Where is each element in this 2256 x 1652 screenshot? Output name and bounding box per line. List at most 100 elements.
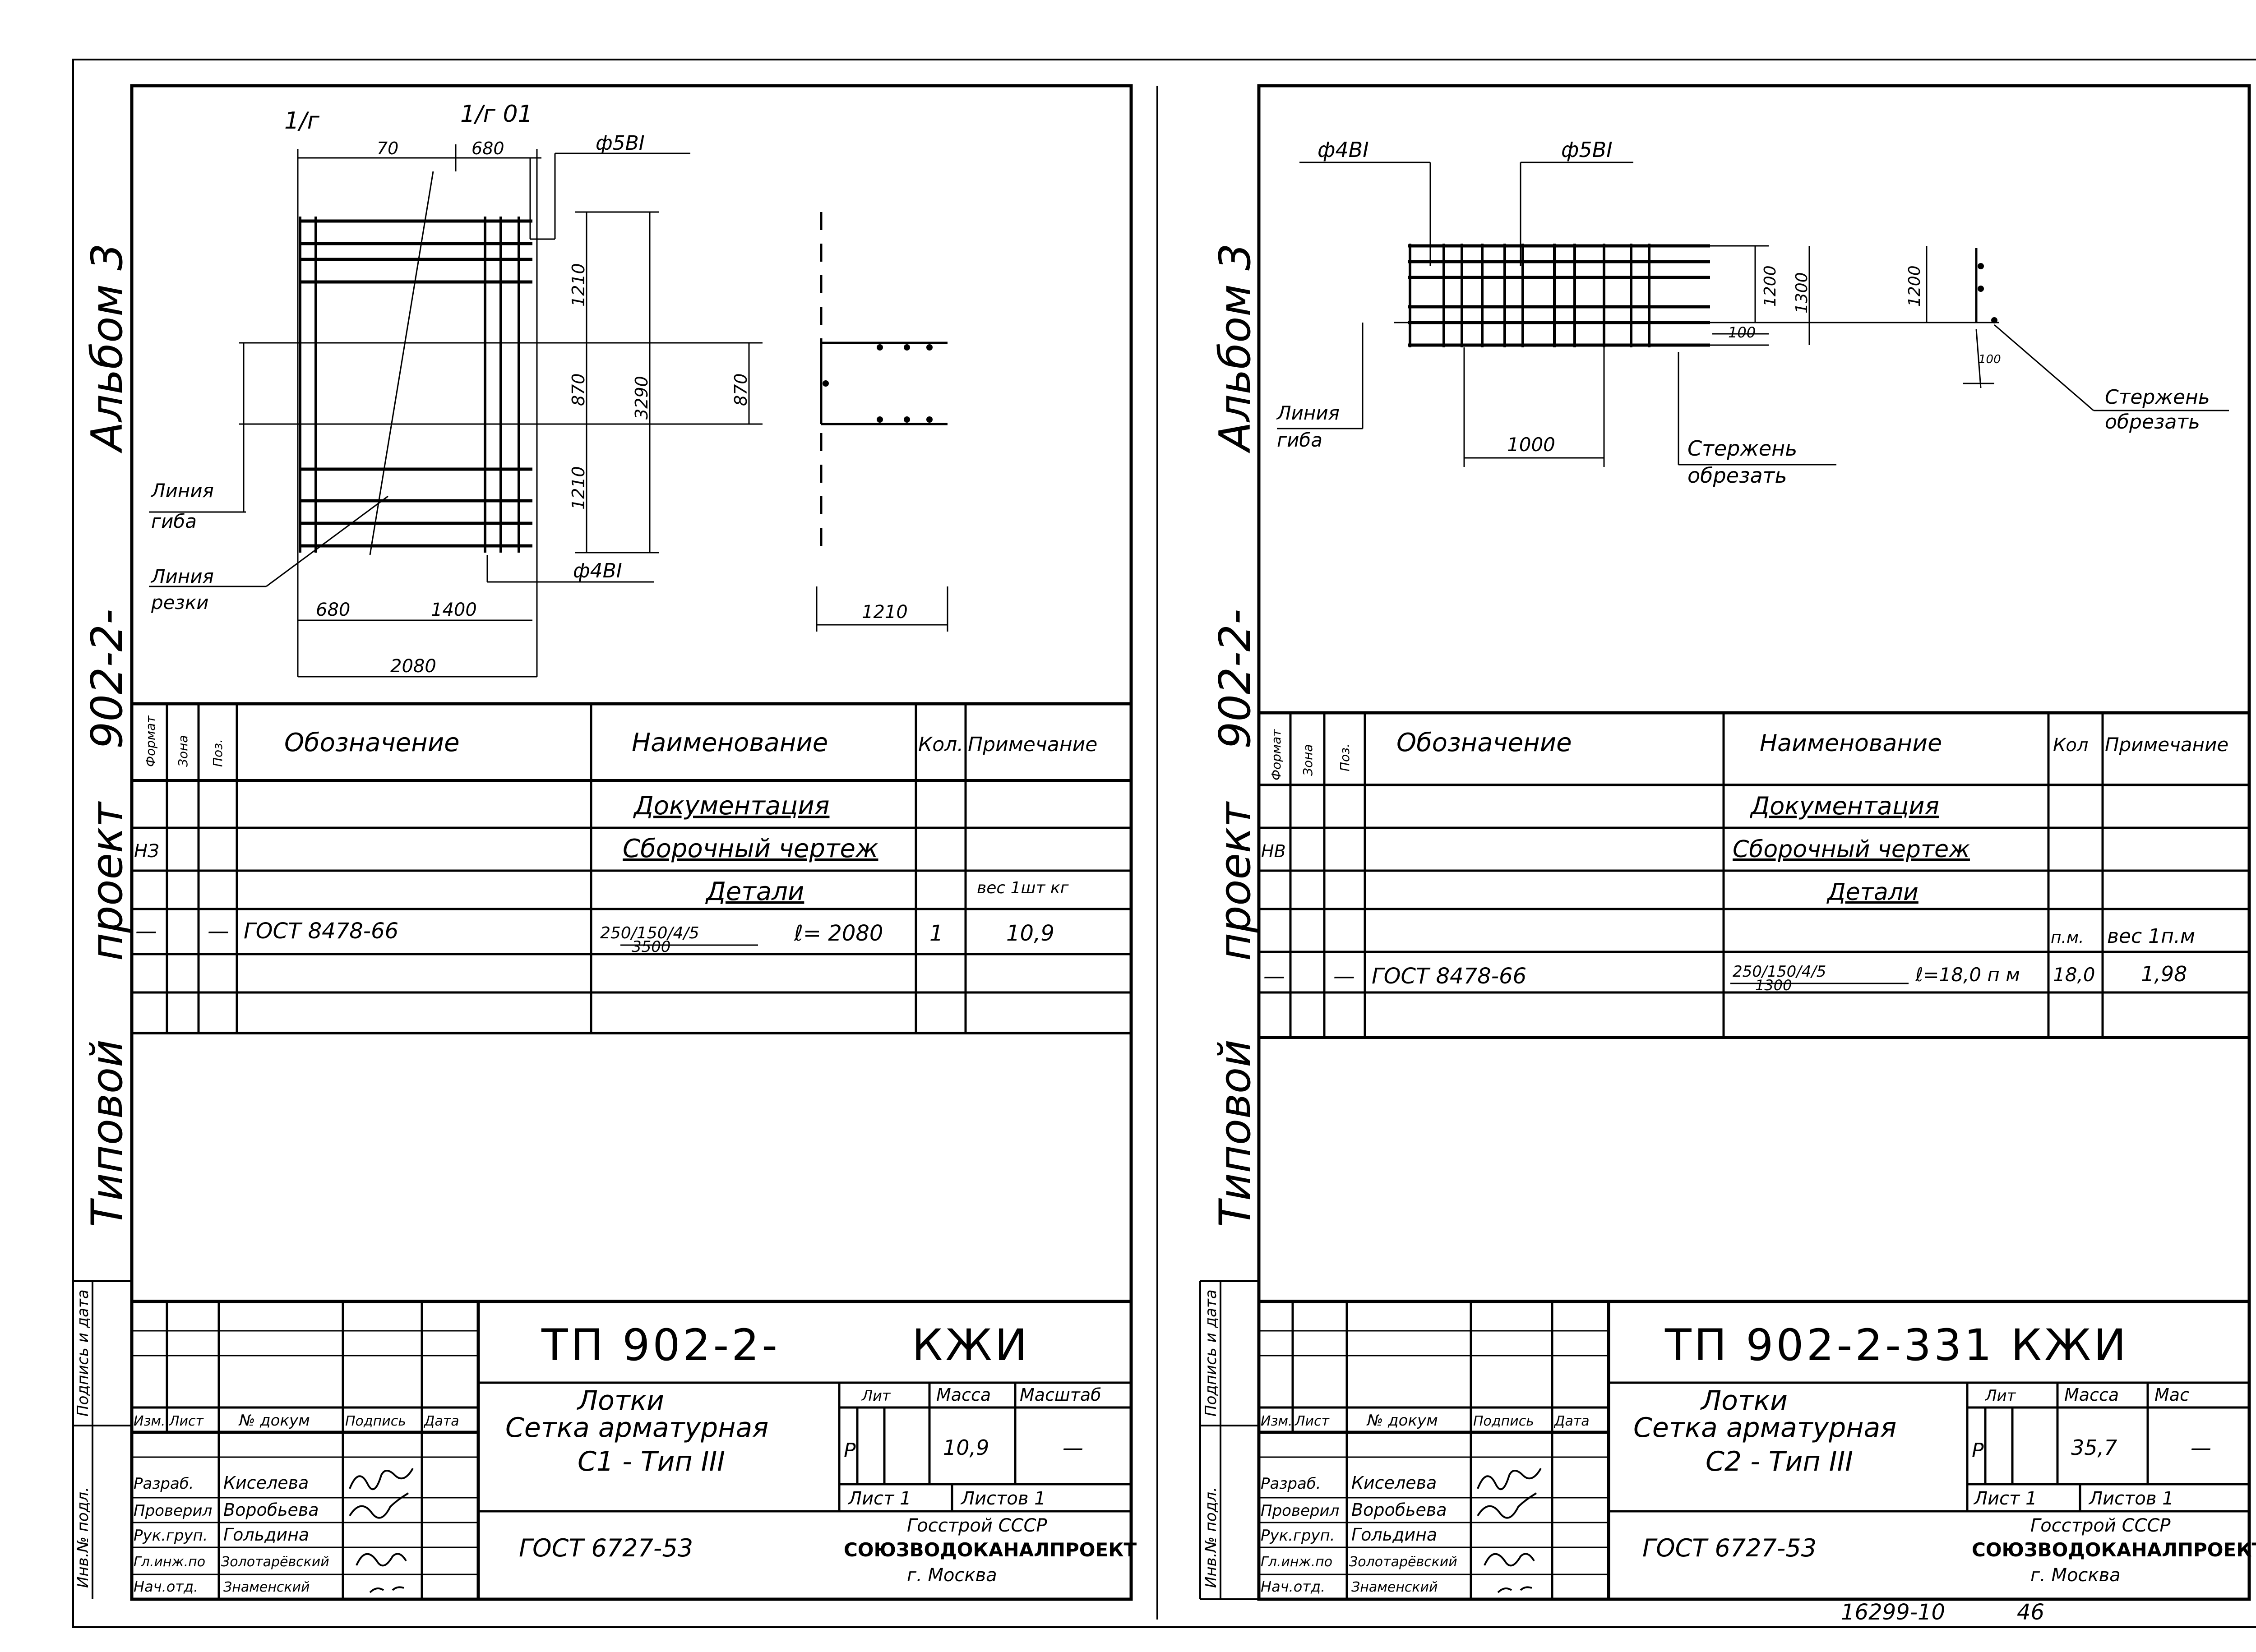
left-section-bar-dots bbox=[823, 344, 933, 423]
right-tb-sheets: Листов 1 bbox=[2088, 1488, 2174, 1509]
right-row-unit: п.м. bbox=[2051, 928, 2084, 947]
left-tb-lit-label: Лит bbox=[861, 1387, 891, 1404]
left-row-details-note: вес 1шт кг bbox=[977, 879, 1069, 897]
left-row-item-length: ℓ= 2080 bbox=[794, 921, 883, 946]
right-tb-name-0: Киселева bbox=[1351, 1473, 1437, 1493]
left-axis-b: 1/г 01 bbox=[460, 101, 533, 128]
right-tb-name-3: Золотарёвский bbox=[1349, 1554, 1457, 1570]
left-mesh-drawing: 1/г 1/г 01 70 680 ф5ВI ф4ВI 1210 870 329… bbox=[149, 101, 948, 678]
left-tb-col-list: Лист bbox=[169, 1413, 204, 1429]
right-tb-mass-value: 35,7 bbox=[2071, 1435, 2117, 1460]
right-tb-col-sign: Подпись bbox=[1473, 1413, 1534, 1429]
right-side-word1: Типовой bbox=[1211, 1039, 1260, 1227]
right-dim-100b: 100 bbox=[1979, 353, 2001, 366]
right-th-note: Примечание bbox=[2105, 734, 2228, 756]
right-th-pos: Поз. bbox=[1337, 743, 1352, 771]
right-tb-role-4: Нач.отд. bbox=[1261, 1578, 1325, 1595]
right-side-word2: проект bbox=[1211, 801, 1260, 961]
right-row-assembly: Сборочный чертеж bbox=[1733, 836, 1970, 863]
right-dim-1300: 1300 bbox=[1793, 272, 1811, 314]
right-tb-title-3: С2 - Тип III bbox=[1706, 1446, 1853, 1477]
left-cut-line-1: Линия bbox=[150, 565, 214, 587]
outer-frame bbox=[72, 59, 2256, 1628]
left-row-item-note: 10,9 bbox=[1006, 921, 1054, 946]
right-tb-scale-label: Мас bbox=[2154, 1385, 2189, 1405]
right-tb-role-2: Рук.груп. bbox=[1261, 1527, 1335, 1545]
left-tb-title-1: Лотки bbox=[577, 1385, 664, 1417]
right-tb-gost: ГОСТ 6727-53 bbox=[1642, 1534, 1817, 1562]
left-title-block bbox=[132, 1300, 1131, 1599]
left-axis-a: 1/г bbox=[284, 107, 320, 134]
left-dim-top-b: 680 bbox=[472, 138, 504, 158]
left-side-code: 902-2- bbox=[83, 609, 132, 749]
left-mesh-transverse-bars bbox=[300, 219, 532, 548]
left-tb-col-sign: Подпись bbox=[345, 1413, 406, 1429]
left-dimension-lines bbox=[149, 144, 948, 678]
left-tb-lit-value: Р bbox=[844, 1439, 856, 1462]
right-signature-1 bbox=[1477, 1492, 1537, 1519]
left-tb-role-2: Рук.груп. bbox=[134, 1527, 208, 1545]
right-tb-lit-label: Лит bbox=[1984, 1387, 2016, 1405]
right-tb-code: ТП 902-2-331 КЖИ bbox=[1664, 1320, 2129, 1371]
left-tb-role-0: Разраб. bbox=[134, 1475, 194, 1493]
left-tb-role-3: Гл.инж.по bbox=[134, 1554, 205, 1570]
right-tb-org-1: Госстрой СССР bbox=[2030, 1515, 2171, 1536]
left-dim-1210a: 1210 bbox=[569, 263, 588, 307]
left-dim-870b: 870 bbox=[731, 373, 751, 406]
left-tb-mass-label: Масса bbox=[936, 1385, 991, 1405]
right-side-album: Альбом 3 bbox=[1211, 243, 1260, 454]
left-mesh-longitudinal-bars bbox=[299, 217, 520, 553]
right-stamp-inv: Инв.№ подл. bbox=[1202, 1487, 1220, 1588]
right-tb-name-2: Гольдина bbox=[1351, 1525, 1437, 1545]
right-tb-title-1: Лотки bbox=[1700, 1385, 1788, 1417]
right-cut-1a: Стержень bbox=[1687, 436, 1797, 461]
right-dim-1000: 1000 bbox=[1507, 434, 1555, 456]
left-dim-870: 870 bbox=[569, 373, 588, 406]
left-tb-scale-value: — bbox=[1063, 1435, 1083, 1460]
right-row-unit-note: вес 1п.м bbox=[2107, 925, 2195, 948]
left-spec-table bbox=[132, 702, 1131, 1034]
left-row-item-format: — bbox=[135, 918, 157, 944]
right-bend-line-1: Линия bbox=[1276, 402, 1340, 424]
right-row-item-note: 1,98 bbox=[2141, 962, 2187, 986]
left-dim-section-1210: 1210 bbox=[862, 602, 908, 623]
right-tb-col-date: Дата bbox=[1553, 1413, 1590, 1429]
left-signature-1 bbox=[349, 1492, 409, 1519]
right-tb-col-doc: № докум bbox=[1366, 1412, 1438, 1430]
left-tb-col-doc: № докум bbox=[238, 1412, 310, 1430]
left-sheet: Типовой проект 902-2- Альбом 3 Подпись и… bbox=[73, 84, 1137, 1601]
right-title-block bbox=[1259, 1300, 2249, 1599]
left-tb-org-3: г. Москва bbox=[907, 1565, 997, 1586]
left-row-assembly-format: НЗ bbox=[134, 841, 159, 862]
left-tb-name-4: Знаменский bbox=[223, 1579, 310, 1595]
left-tb-sheet: Лист 1 bbox=[847, 1488, 911, 1509]
left-th-designation: Обозначение bbox=[284, 728, 460, 757]
left-th-zone: Зона bbox=[176, 735, 190, 767]
left-bar-bottom: ф4ВI bbox=[573, 559, 622, 582]
right-th-zone: Зона bbox=[1300, 744, 1315, 776]
left-tb-title-3: С1 - Тип III bbox=[578, 1446, 725, 1477]
right-tb-org-3: г. Москва bbox=[2030, 1565, 2121, 1586]
footer-archive-no: 16299-10 bbox=[1841, 1600, 1945, 1625]
right-sheet: Типовой проект 902-2- Альбом 3 Подпись и… bbox=[1199, 84, 2256, 1625]
left-dim-680: 680 bbox=[316, 600, 350, 620]
right-th-format: Формат bbox=[1269, 729, 1284, 780]
left-dim-1210b: 1210 bbox=[569, 466, 588, 510]
right-tb-mass-label: Масса bbox=[2064, 1385, 2119, 1405]
left-tb-col-date: Дата bbox=[423, 1413, 459, 1429]
right-tb-col-list: Лист bbox=[1294, 1413, 1330, 1429]
right-mesh-longitudinal-bars bbox=[1408, 244, 1710, 347]
left-tb-gost: ГОСТ 6727-53 bbox=[519, 1534, 693, 1562]
left-tb-code: ТП 902-2- КЖИ bbox=[541, 1320, 1030, 1371]
left-dim-1400: 1400 bbox=[431, 600, 477, 620]
left-th-format: Формат bbox=[143, 715, 158, 767]
right-dim-100a: 100 bbox=[1728, 324, 1756, 341]
right-tb-org-2: СОЮЗВОДОКАНАЛПРОЕКТ bbox=[1972, 1539, 2256, 1561]
left-cut-line-2: резки bbox=[151, 591, 209, 614]
right-th-name: Наименование bbox=[1760, 730, 1942, 757]
left-tb-mass-value: 10,9 bbox=[943, 1435, 989, 1460]
right-bar-b: ф5ВI bbox=[1561, 138, 1613, 162]
left-tb-org-2: СОЮЗВОДОКАНАЛПРОЕКТ bbox=[844, 1539, 1137, 1561]
